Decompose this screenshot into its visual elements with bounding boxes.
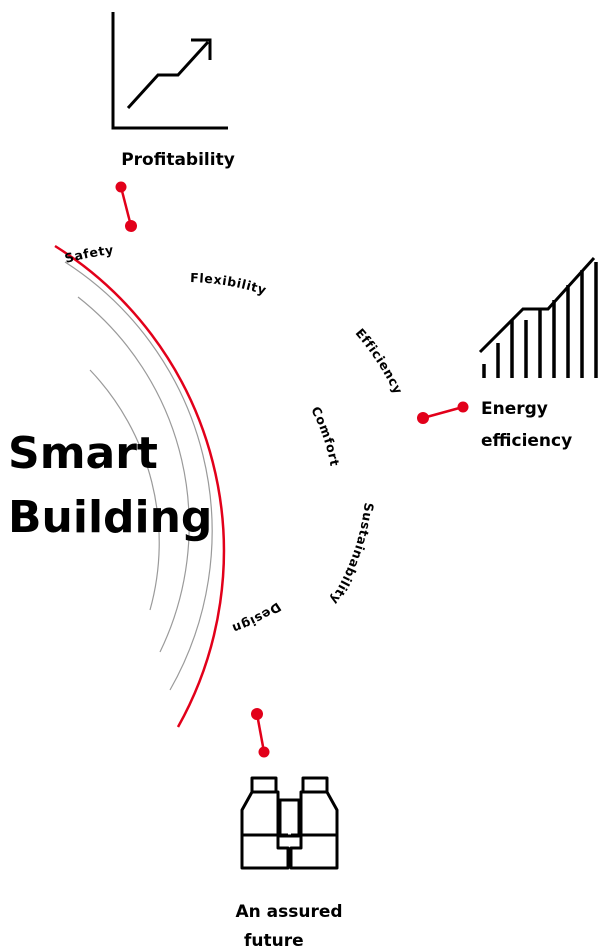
ring-1 bbox=[64, 261, 213, 691]
title-line2: Building bbox=[8, 492, 212, 543]
binoculars-icon bbox=[240, 776, 339, 870]
title-line1: Smart bbox=[8, 428, 158, 479]
energy-connector bbox=[417, 401, 469, 424]
rising-arrow-icon bbox=[478, 256, 596, 354]
arc-label-flexibility: Flexibility bbox=[190, 270, 269, 298]
arc-label-efficiency: Efficiency bbox=[353, 325, 407, 396]
energy-label-line2: efficiency bbox=[481, 431, 572, 451]
future-label-line1: An assured bbox=[235, 902, 342, 922]
arc-label-safety: Safety bbox=[63, 242, 115, 266]
arc-label-sustainability: Sustainability bbox=[327, 502, 377, 608]
energy-label-line1: Energy bbox=[481, 399, 548, 419]
arc-label-design: Design bbox=[230, 599, 284, 636]
outer-arc bbox=[54, 244, 226, 728]
inner-rings bbox=[64, 261, 213, 691]
profitability-connector bbox=[115, 181, 137, 232]
ring-2 bbox=[77, 296, 190, 653]
ring-3 bbox=[89, 369, 160, 611]
future-connector bbox=[251, 708, 270, 758]
profitability-label: Profitability bbox=[121, 150, 235, 170]
bar-chart-up-icon bbox=[482, 262, 598, 378]
line-chart-up-icon bbox=[111, 12, 228, 130]
arc-label-comfort: Comfort bbox=[308, 404, 342, 468]
future-label-line2: future bbox=[244, 931, 304, 950]
